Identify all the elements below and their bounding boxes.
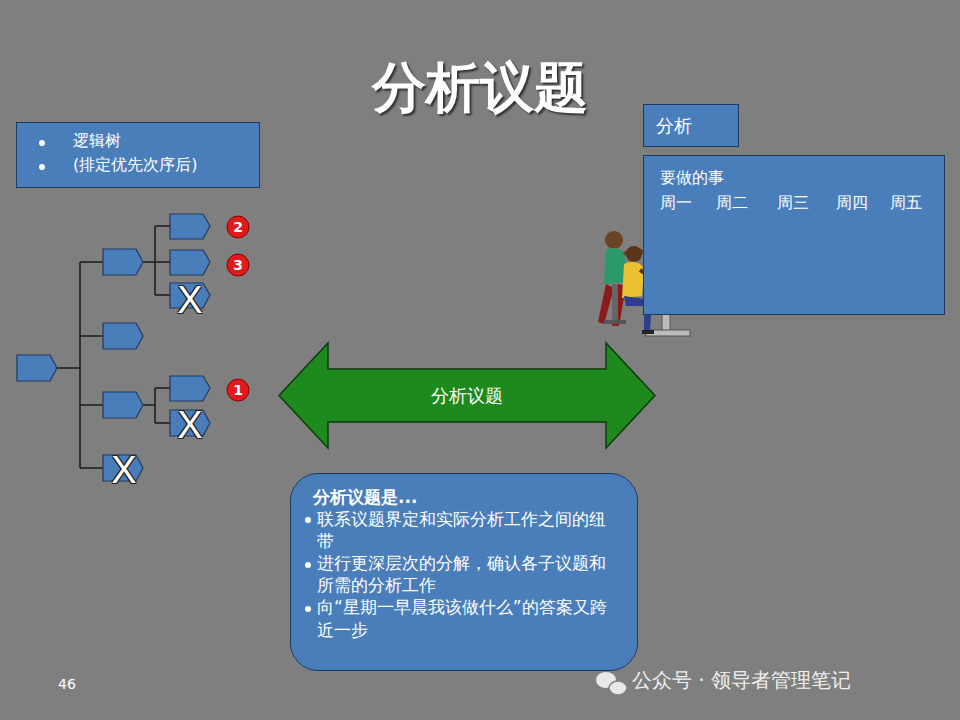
weekday-header: 周二	[716, 195, 748, 211]
analysis-box: 分析	[643, 104, 739, 147]
node-text: 向“星期一早晨我该做什么”的答案又跨近一步	[317, 596, 619, 640]
tree-shape	[170, 376, 210, 401]
explanation-box: 分析议题是...联系议题界定和实际分析工作之间的纽带进行更深层次的分解，确认各子…	[290, 473, 638, 671]
callout-circles	[227, 216, 249, 401]
bullet-dot	[39, 140, 45, 146]
callout-number: 2	[233, 220, 243, 234]
callout-circle	[227, 379, 249, 401]
node-text: 分析议题是...	[313, 486, 619, 508]
cross-mark: X	[177, 281, 202, 319]
weekday-header: 周一	[660, 195, 692, 211]
tree-shape	[17, 355, 57, 381]
bullet-row: 进行更深层次的分解，确认各子议题和所需的分析工作	[313, 552, 619, 596]
weekday-header: 周三	[777, 195, 809, 211]
callout-number: 3	[233, 258, 243, 272]
tree-pentagons	[17, 214, 210, 481]
bullet-box: 逻辑树 (排定优先次序后)	[16, 122, 260, 188]
bullet-dot	[39, 164, 45, 170]
node-text: 分析议题	[431, 384, 503, 407]
bullet-row: (排定优先次序后)	[39, 155, 249, 176]
node-text: (排定优先次序后)	[73, 155, 197, 176]
arrow-polygon	[279, 343, 655, 448]
weekday-header: 周四	[836, 195, 868, 211]
bullet-row: 逻辑树	[39, 131, 249, 152]
node-text: 逻辑树	[73, 131, 121, 152]
tree-shape	[170, 250, 210, 275]
callout-circle	[227, 216, 249, 238]
node-text: 要做的事	[660, 168, 928, 189]
bullet-row: 联系议题界定和实际分析工作之间的纽带	[313, 508, 619, 552]
page-number: 46	[58, 677, 76, 691]
node-text: 进行更深层次的分解，确认各子议题和所需的分析工作	[317, 552, 619, 596]
schedule-table: 要做的事	[643, 155, 945, 315]
tree-shape	[103, 323, 143, 349]
bullet-row: 向“星期一早晨我该做什么”的答案又跨近一步	[313, 596, 619, 640]
callout-circle	[227, 254, 249, 276]
node-text: 联系议题界定和实际分析工作之间的纽带	[317, 508, 619, 552]
tree-shape	[170, 214, 210, 239]
watermark: 公众号 · 领导者管理笔记	[632, 670, 851, 690]
callout-number: 1	[233, 383, 243, 397]
slide-title: 分析议题	[0, 52, 960, 125]
cross-mark: X	[177, 406, 202, 444]
tree-shape	[103, 392, 143, 418]
wechat-icon	[596, 672, 627, 695]
weekday-header: 周五	[890, 195, 922, 211]
cross-mark: X	[111, 451, 136, 489]
double-arrow: 分析议题	[278, 342, 656, 449]
tree-lines	[57, 226, 170, 468]
tree-shape	[103, 249, 143, 275]
bullet-dot	[305, 606, 311, 612]
node-text: 分析	[656, 114, 726, 137]
bullet-dot	[305, 517, 311, 523]
bullet-dot	[305, 562, 311, 568]
